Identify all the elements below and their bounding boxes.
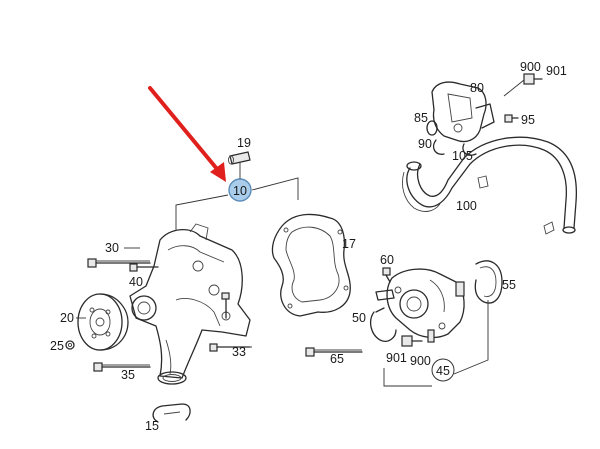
clip-90-part <box>432 139 445 155</box>
label-25: 25 <box>50 339 64 353</box>
clip-105-part <box>462 143 477 156</box>
label-60: 60 <box>380 253 394 267</box>
label-20: 20 <box>60 311 74 325</box>
label-19: 19 <box>237 136 251 150</box>
o-ring-85-part <box>426 120 438 136</box>
water-pump-housing-part <box>129 223 251 385</box>
bolt-33-part <box>209 292 252 352</box>
bracket-10 <box>175 160 299 230</box>
bolt-40-part <box>129 263 159 272</box>
pin-19-part <box>228 151 251 165</box>
bolt-65-part <box>305 347 363 357</box>
label-17: 17 <box>342 237 356 251</box>
callout-45[interactable]: 45 <box>431 358 455 382</box>
bracket-45 <box>383 300 489 387</box>
water-pump-assembly-part <box>375 268 465 339</box>
label-901-lower: 901 <box>386 351 407 365</box>
label-105: 105 <box>452 149 473 163</box>
label-55: 55 <box>502 278 516 292</box>
label-33: 33 <box>232 345 246 359</box>
clip-15-part <box>152 403 191 423</box>
gasket-17-part <box>271 213 351 317</box>
thermostat-housing-80-part <box>431 81 495 143</box>
label-85: 85 <box>414 111 428 125</box>
label-40: 40 <box>129 275 143 289</box>
pulley-20-part <box>77 293 129 351</box>
label-80: 80 <box>470 81 484 95</box>
label-900-upper: 900 <box>520 60 541 74</box>
label-50: 50 <box>352 311 366 325</box>
label-100: 100 <box>456 199 477 213</box>
o-ring-55-part <box>474 260 503 304</box>
bolt-25-part <box>65 340 75 350</box>
label-95: 95 <box>521 113 535 127</box>
label-10: 10 <box>233 184 247 198</box>
bolt-35-part <box>93 362 151 372</box>
label-900-lower: 900 <box>410 354 431 368</box>
bolt-30-part <box>87 258 151 268</box>
label-35: 35 <box>121 368 135 382</box>
label-30: 30 <box>105 241 119 255</box>
sensor-900-upper-part <box>503 73 543 97</box>
seal-50-part <box>369 307 397 342</box>
label-15: 15 <box>145 419 159 433</box>
bolt-60-part <box>382 267 391 283</box>
red-pointer-arrow-icon <box>148 86 226 182</box>
coolant-pipe-100-part <box>402 136 578 235</box>
label-90: 90 <box>418 137 432 151</box>
label-65: 65 <box>330 352 344 366</box>
sensor-900-lower-part <box>401 329 435 347</box>
callout-10-highlight[interactable]: 10 <box>228 178 252 202</box>
label-901-upper: 901 <box>546 64 567 78</box>
bolt-95-part <box>504 114 519 123</box>
label-45: 45 <box>436 364 450 378</box>
